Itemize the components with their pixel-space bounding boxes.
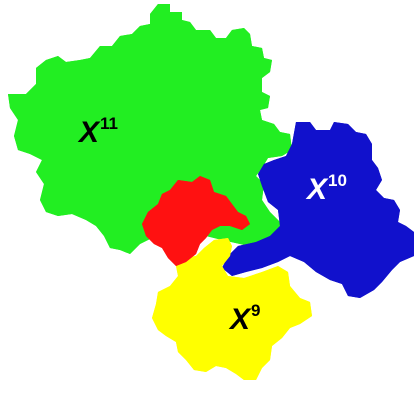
label-x10: X10 (307, 172, 347, 206)
region-x11 (8, 4, 292, 254)
label-x10-exponent: 10 (328, 171, 347, 190)
label-x11-exponent: 11 (100, 114, 118, 133)
label-x9: X9 (230, 302, 260, 336)
region-x10 (222, 122, 414, 298)
label-x9-base: X (230, 303, 251, 336)
region-overlap (142, 176, 250, 266)
label-x9-exponent: 9 (251, 301, 261, 320)
region-x9 (152, 238, 312, 380)
label-x10-base: X (307, 173, 328, 206)
label-x11-base: X (79, 116, 100, 149)
label-x11: X11 (79, 115, 118, 149)
